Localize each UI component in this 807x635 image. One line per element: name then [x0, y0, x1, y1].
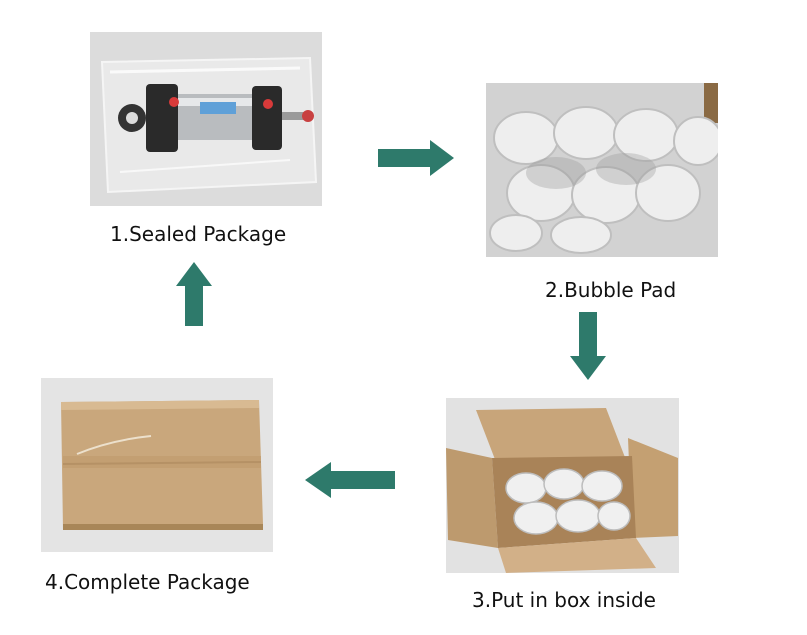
- closed-box-photo: [41, 378, 273, 552]
- closed-box-image: [41, 378, 273, 552]
- step-3-label: 3.Put in box inside: [472, 588, 656, 612]
- bubble-pad-image: [486, 83, 718, 257]
- arrow-left-icon: [305, 462, 395, 498]
- step-4-label: 4.Complete Package: [45, 570, 250, 594]
- sealed-package-photo: [90, 32, 322, 206]
- arrow-down-icon: [570, 312, 606, 380]
- open-box-image: [446, 398, 679, 573]
- step-1-label: 1.Sealed Package: [110, 222, 287, 246]
- open-box-photo: [446, 398, 679, 573]
- arrow-up-icon: [176, 262, 212, 326]
- step-2-label: 2.Bubble Pad: [545, 278, 677, 302]
- bubble-pad-photo: [486, 83, 718, 257]
- sealed-package-image: [90, 32, 322, 206]
- arrow-right-icon: [378, 140, 454, 176]
